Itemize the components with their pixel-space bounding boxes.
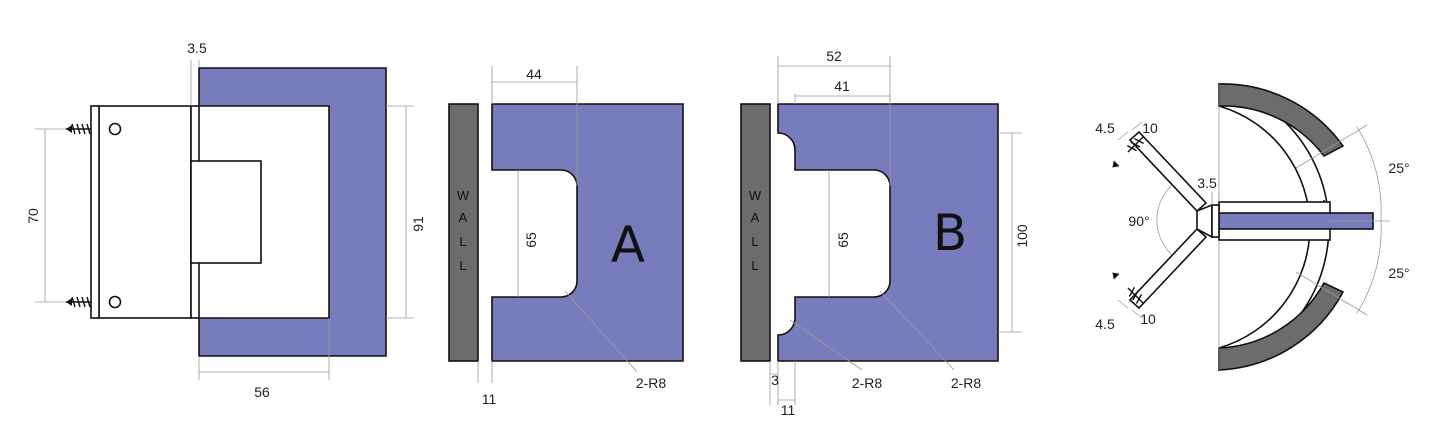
figB-dim-radius-left-leader [789, 319, 863, 371]
fig4-angle-leaders [1295, 124, 1390, 316]
fig4-angle-90-arc [1156, 185, 1172, 255]
figB-wall-letter-1: W [749, 188, 762, 203]
fig1-screw-bottom-icon [66, 296, 91, 308]
figA-dim-radius-leader [564, 290, 638, 373]
fig4-dim-thickness-line [1211, 192, 1220, 205]
fig1-mount-plate [98, 105, 192, 319]
figB-label-radius-right: 2-R8 [951, 375, 982, 391]
figB-dim-outer-line [777, 56, 891, 186]
figB-clamp-body [777, 103, 999, 362]
figure-b: W A L L B 52 41 65 100 3 11 2-R8 2-R8 [740, 48, 1030, 418]
figB-part-letter: B [933, 204, 967, 262]
fig4-wall-plate-bottom [1128, 227, 1208, 310]
fig4-ring-segment-bottom [1218, 281, 1345, 371]
figure-4-top-view: 4.5 10 4.5 10 3.5 90° 25° 25° [1095, 82, 1410, 372]
figA-label-inner: 65 [523, 232, 539, 248]
fig4-label-angle-top: 25° [1388, 160, 1409, 176]
fig1-screw-hole-bottom [108, 295, 122, 309]
figA-part-letter: A [611, 216, 645, 274]
figB-dim-radius-right-leader [879, 290, 955, 371]
figB-dim-height-line [998, 132, 1022, 333]
fig1-label-screw-spacing: 70 [25, 208, 41, 224]
fig4-label-angle-center: 90° [1128, 213, 1149, 229]
fig4-label-width-bottom: 10 [1140, 311, 1156, 327]
fig1-dim-height-line [386, 105, 414, 319]
fig4-joint-block [1211, 204, 1220, 238]
fig4-angle-bottom-arc [1356, 219, 1382, 314]
fig4-screw-top-icon [1112, 135, 1145, 168]
figA-wall-letter-4: L [459, 258, 466, 273]
fig1-screw-top-icon [66, 123, 91, 135]
figB-wall [740, 103, 771, 362]
fig4-ring-segment-top [1218, 83, 1345, 158]
figB-label-gap-b: 11 [781, 402, 796, 418]
figA-wall [448, 103, 479, 362]
figB-wall-letter-4: L [751, 258, 758, 273]
figure-1-side-view: 3.5 70 91 56 [25, 40, 426, 400]
figA-wall-letter-3: L [459, 234, 466, 249]
fig4-dim-plate-lines [1117, 121, 1143, 319]
figB-label-inner-top: 41 [834, 78, 850, 94]
fig1-hinge-block [190, 160, 262, 264]
figure-a: W A L L A 44 65 11 2-R8 [448, 66, 684, 407]
figB-dim-inner-top-line [794, 94, 890, 104]
fig4-label-plate-top: 4.5 [1095, 120, 1115, 136]
figA-wall-letter-1: W [457, 188, 470, 203]
figB-label-inner: 65 [835, 232, 851, 248]
figB-label-outer: 52 [826, 48, 842, 64]
figA-label-gap: 11 [482, 391, 497, 407]
figB-dim-gap-lines [769, 361, 796, 405]
figA-label-radius: 2-R8 [636, 375, 667, 391]
fig4-angle-top-arc [1356, 126, 1382, 221]
fig1-label-thickness: 3.5 [187, 40, 207, 56]
figA-label-top: 44 [526, 66, 542, 82]
fig1-dim-thickness-line [190, 60, 200, 106]
fig1-back-plate [90, 105, 100, 319]
figB-label-radius-left: 2-R8 [852, 375, 883, 391]
fig1-dim-depth-line [198, 318, 330, 380]
figA-dim-gap-line [477, 361, 493, 383]
figB-wall-letter-2: A [751, 210, 760, 225]
figA-wall-letter-2: A [459, 210, 468, 225]
fig4-screw-bottom-icon [1112, 272, 1145, 305]
fig4-label-angle-bottom: 25° [1388, 265, 1409, 281]
figB-wall-letter-3: L [751, 234, 758, 249]
fig4-wall-plate-top [1128, 130, 1208, 213]
figA-dim-top-line [491, 66, 578, 186]
fig1-screw-hole-top [108, 122, 122, 136]
figA-clamp-body [491, 103, 684, 362]
fig4-label-width-top: 10 [1142, 120, 1158, 136]
figB-label-height: 100 [1014, 224, 1030, 248]
fig4-label-thickness: 3.5 [1197, 175, 1217, 191]
figB-label-gap-a: 3 [771, 372, 779, 388]
fig1-label-depth: 56 [254, 384, 270, 400]
fig1-dim-screw-spacing-line [35, 128, 66, 303]
fig4-label-plate-bottom: 4.5 [1095, 316, 1115, 332]
fig1-label-height: 91 [410, 216, 426, 232]
